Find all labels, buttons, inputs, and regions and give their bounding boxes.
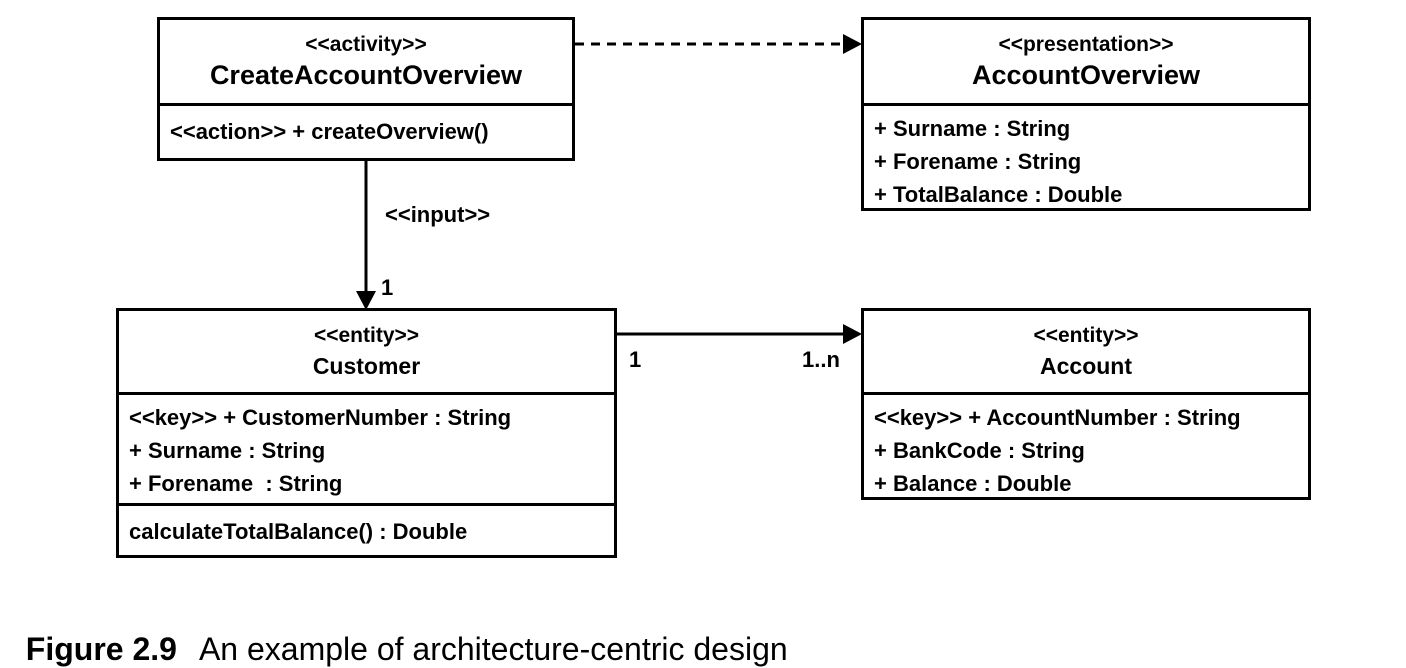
class-header: <<activity>> CreateAccountOverview	[160, 20, 572, 106]
attribute: + Balance : Double	[874, 471, 1072, 496]
class-operations: <<action>> + createOverview()	[160, 106, 572, 148]
class-stereotype: <<entity>>	[1033, 324, 1139, 347]
class-header: <<presentation>> AccountOverview	[864, 20, 1308, 106]
class-name: AccountOverview	[971, 60, 1201, 90]
attribute: + TotalBalance : Double	[874, 182, 1123, 207]
attribute: + Forename : String	[874, 149, 1082, 174]
class-attributes: <<key>> + CustomerNumber : String + Surn…	[119, 395, 614, 503]
class-name: Account	[1040, 353, 1132, 379]
attribute: + BankCode : String	[874, 438, 1085, 463]
figure-caption: Figure 2.9 An example of architecture-cen…	[8, 594, 788, 668]
figure-number: Figure 2.9	[25, 631, 177, 667]
class-attributes: <<key>> + AccountNumber : String + BankC…	[864, 395, 1308, 500]
class-account-overview: <<presentation>> AccountOverview + Surna…	[861, 17, 1311, 211]
class-stereotype: <<activity>>	[305, 33, 427, 56]
input-stereotype-label: <<input>>	[385, 202, 491, 227]
attribute: <<key>> + AccountNumber : String	[874, 405, 1241, 430]
input-association-arrowhead	[356, 291, 376, 310]
class-header: <<entity>> Customer	[119, 311, 614, 395]
association-target-multiplicity: 1..n	[802, 347, 840, 372]
input-multiplicity: 1	[381, 275, 394, 300]
attribute: + Surname : String	[874, 116, 1071, 141]
operation: <<action>> + createOverview()	[170, 119, 489, 144]
class-attributes: + Surname : String + Forename : String +…	[864, 106, 1308, 211]
operation: calculateTotalBalance() : Double	[129, 519, 468, 544]
class-stereotype: <<entity>>	[313, 324, 420, 347]
customer-account-arrowhead	[843, 324, 862, 344]
class-name: Customer	[312, 353, 421, 379]
class-operations: calculateTotalBalance() : Double	[119, 503, 614, 548]
dependency-arrowhead	[843, 34, 862, 54]
class-create-account-overview: <<activity>> CreateAccountOverview <<act…	[157, 17, 575, 161]
figure-caption-text: An example of architecture-centric desig…	[198, 631, 788, 667]
class-account: <<entity>> Account <<key>> + AccountNumb…	[861, 308, 1311, 500]
attribute: + Forename : String	[129, 471, 343, 496]
class-customer: <<entity>> Customer <<key>> + CustomerNu…	[116, 308, 617, 558]
relationship-lines	[356, 34, 862, 344]
attribute: + Surname : String	[129, 438, 326, 463]
association-source-multiplicity: 1	[629, 347, 642, 372]
class-stereotype: <<presentation>>	[998, 33, 1174, 56]
attribute: <<key>> + CustomerNumber : String	[129, 405, 512, 430]
uml-class-diagram: <<activity>> CreateAccountOverview <<act…	[116, 17, 1311, 558]
class-header: <<entity>> Account	[864, 311, 1308, 395]
class-name: CreateAccountOverview	[209, 60, 523, 90]
